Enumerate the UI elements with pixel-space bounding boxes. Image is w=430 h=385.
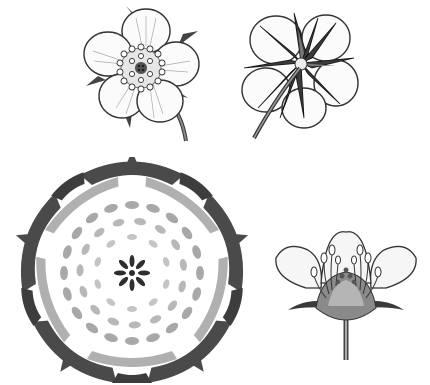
flower-back-view-drawing xyxy=(236,8,361,140)
flower-back-view xyxy=(236,8,361,140)
flower-front-view xyxy=(78,6,203,146)
flower-front-view-drawing xyxy=(78,6,203,146)
flower-longitudinal-section xyxy=(266,228,426,363)
flower-longitudinal-section-drawing xyxy=(266,228,426,363)
floral-diagram xyxy=(8,157,256,383)
floral-diagram xyxy=(8,157,256,383)
